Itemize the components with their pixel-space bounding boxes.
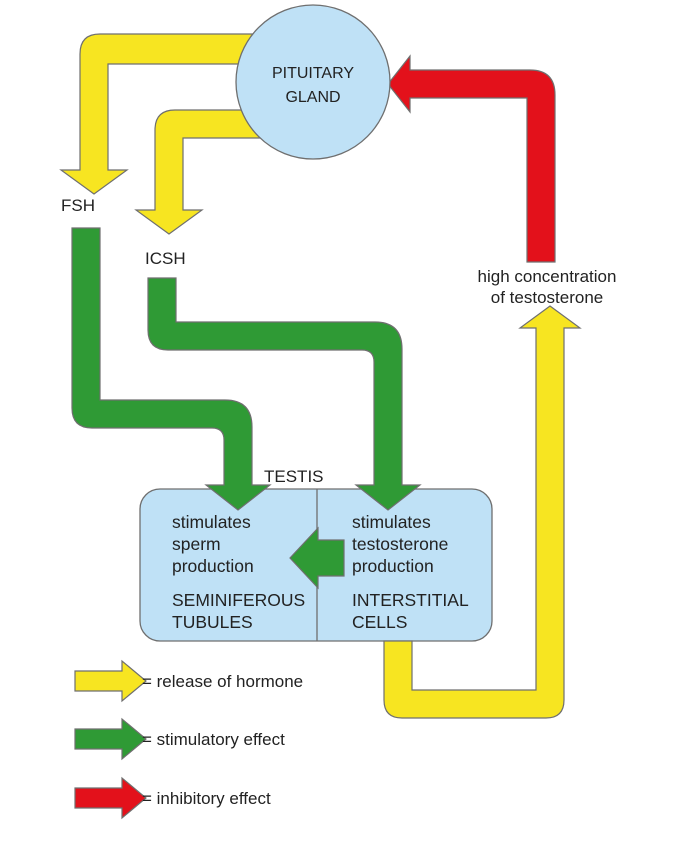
fsh-label: FSH xyxy=(61,196,95,215)
legend-stimulatory-label: = stimulatory effect xyxy=(142,730,285,749)
legend-inhibitory-label: = inhibitory effect xyxy=(142,789,271,808)
icsh-release-arrow xyxy=(134,109,263,235)
icsh-label: ICSH xyxy=(145,249,186,268)
interstitial-text-1: stimulates xyxy=(352,512,431,532)
seminiferous-name-1: SEMINIFEROUS xyxy=(172,590,305,610)
seminiferous-text-3: production xyxy=(172,556,254,576)
inhibitory-feedback-arrow xyxy=(387,54,556,263)
legend: = release of hormone = stimulatory effec… xyxy=(74,659,303,820)
fsh-stimulatory-arrow xyxy=(71,227,272,511)
testis-label: TESTIS xyxy=(264,467,324,486)
testosterone-stimulatory-arrow xyxy=(289,526,345,590)
interstitial-name-1: INTERSTITIAL xyxy=(352,590,469,610)
feedback-label-line1: high concentration xyxy=(478,267,617,286)
seminiferous-name-2: TUBULES xyxy=(172,612,253,632)
interstitial-text-3: production xyxy=(352,556,434,576)
pituitary-gland xyxy=(235,4,391,160)
interstitial-text-2: testosterone xyxy=(352,534,448,554)
legend-release-label: = release of hormone xyxy=(142,672,303,691)
icsh-stimulatory-arrow xyxy=(147,277,422,511)
legend-red-arrow-icon xyxy=(74,776,147,820)
fsh-release-arrow xyxy=(59,33,259,195)
pituitary-label-line1: PITUITARY xyxy=(272,65,354,82)
legend-yellow-arrow-icon xyxy=(74,659,147,703)
testosterone-release-arrow xyxy=(383,305,582,719)
interstitial-name-2: CELLS xyxy=(352,612,407,632)
feedback-label-line2: of testosterone xyxy=(491,288,603,307)
seminiferous-text-2: sperm xyxy=(172,534,221,554)
seminiferous-text-1: stimulates xyxy=(172,512,251,532)
pituitary-label-line2: GLAND xyxy=(285,89,340,106)
legend-green-arrow-icon xyxy=(74,717,147,761)
